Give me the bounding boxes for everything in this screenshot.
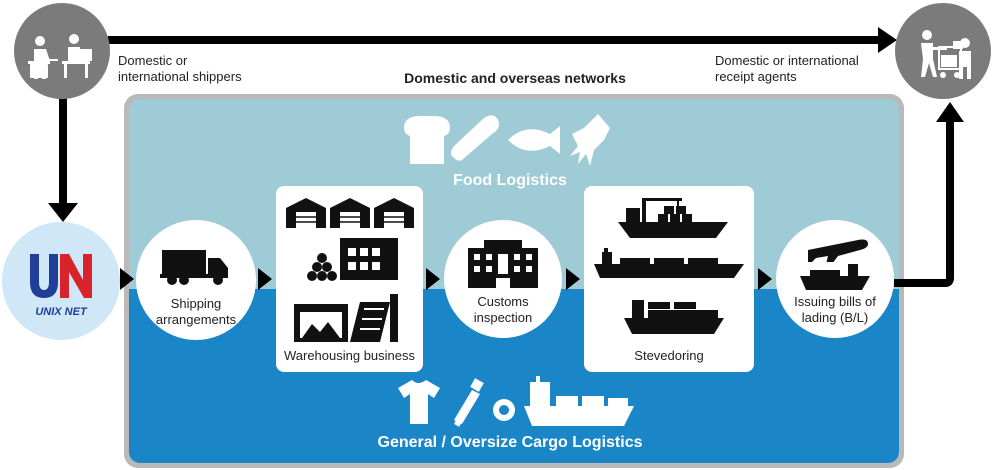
- spark-plug-icon: [453, 378, 484, 427]
- tire-icon: [493, 399, 515, 421]
- company-logo: UNIX NET: [2, 222, 120, 340]
- step-warehousing-label: Warehousing business: [283, 348, 416, 363]
- step-stevedoring-label: Stevedoring: [634, 348, 704, 363]
- step-customs-label: Customs inspection: [473, 294, 533, 325]
- step-stevedoring: Stevedoring: [584, 186, 754, 372]
- shippers-circle: [14, 3, 110, 99]
- step-bills: Issuing bills of lading (B/L): [776, 220, 894, 338]
- step-shipping: Shipping arrangements: [136, 220, 256, 340]
- crane-ship-icon: [618, 198, 728, 238]
- airplane-icon: [808, 239, 868, 262]
- step-customs: Customs inspection: [444, 220, 562, 338]
- step-bills-label: Issuing bills of lading (B/L): [794, 294, 876, 325]
- building-icon: [468, 240, 538, 288]
- tanker-ship-icon: [594, 248, 744, 278]
- tshirt-icon: [398, 380, 440, 424]
- container-ship-icon: [624, 300, 724, 334]
- food-title: Food Logistics: [453, 172, 567, 189]
- network-panel-inner: [129, 99, 899, 463]
- food-icons: [404, 114, 610, 166]
- squid-icon: [570, 114, 610, 166]
- cargo-icons: [398, 376, 634, 427]
- receipt-circle: [895, 3, 991, 99]
- factory-icon: [294, 294, 398, 342]
- cargo-title: General / Oversize Cargo Logistics: [377, 434, 643, 451]
- fish-icon: [508, 126, 560, 154]
- step-shipping-label: Shipping arrangements: [155, 296, 237, 327]
- baguette-icon: [451, 115, 500, 161]
- step-warehousing: Warehousing business: [276, 186, 423, 372]
- receipt-label: Domestic or international receipt agents: [715, 53, 859, 84]
- office-workers-icon: [28, 34, 92, 79]
- large-ship-icon: [524, 376, 634, 426]
- truck-icon: [160, 250, 228, 285]
- shippers-label: Domestic or international shippers: [118, 53, 242, 84]
- network-title: Domestic and overseas networks: [404, 70, 626, 86]
- cargo-ship-icon: [800, 264, 870, 290]
- delivery-worker-icon: [921, 30, 971, 79]
- pipe-stack-icon: [307, 238, 398, 281]
- bread-icon: [404, 116, 450, 164]
- logo-wordmark: UNIX NET: [35, 306, 88, 318]
- unix-logo-icon: UNIX NET: [30, 254, 92, 318]
- warehouse-icon: [286, 198, 414, 228]
